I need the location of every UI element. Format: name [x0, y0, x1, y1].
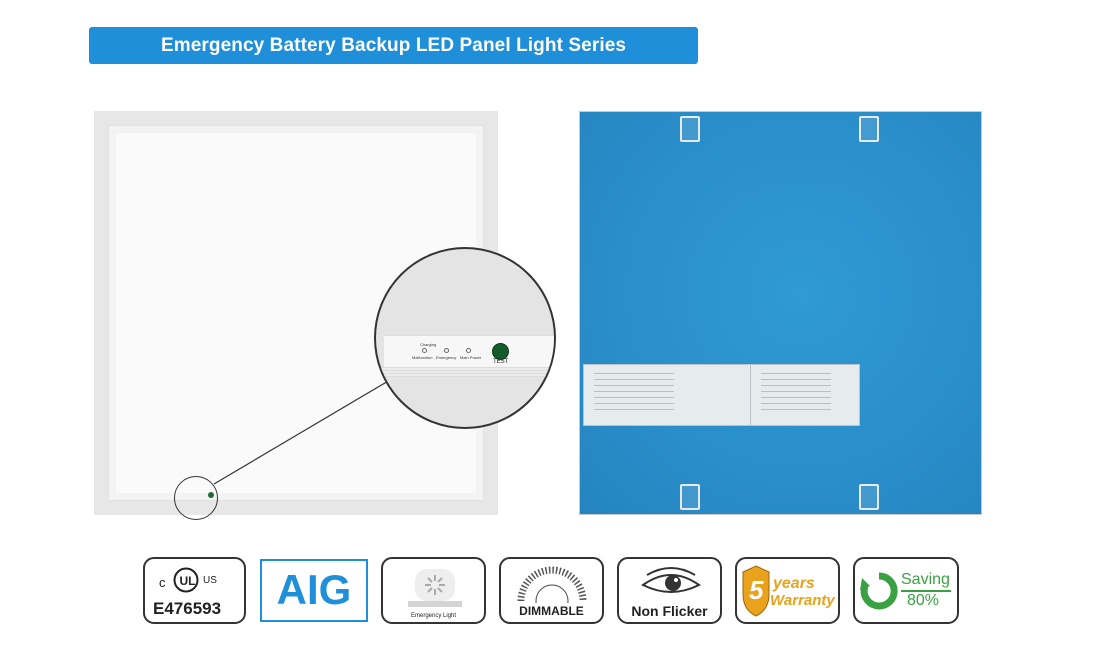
dimmer-dial-icon: [517, 566, 587, 603]
mount-bracket-bottom-right: [859, 484, 879, 510]
page-title: Emergency Battery Backup LED Panel Light…: [160, 34, 627, 56]
saving-label: Saving: [901, 571, 950, 588]
mount-bracket-bottom-left: [680, 484, 700, 510]
warranty-shield-icon: [742, 565, 770, 617]
ul-logo-icon: UL: [173, 567, 199, 593]
aig-badge: AIG: [260, 559, 368, 622]
emergency-indicator: [444, 348, 449, 353]
energy-saving-badge: Saving 80%: [853, 557, 959, 624]
emergency-light-label: Emergency Light: [410, 613, 457, 619]
malfunction-indicator: [422, 348, 427, 353]
warranty-badge: 5 years Warranty: [735, 557, 840, 624]
battery-driver-box: [583, 364, 753, 426]
ul-listed-badge: c UL US E476593: [143, 557, 246, 624]
saving-divider: [901, 590, 951, 592]
aig-text: AIG: [276, 566, 352, 613]
dimmable-label: DIMMABLE: [519, 604, 584, 618]
saving-value: 80%: [907, 592, 940, 609]
emergency-label: Emergency: [436, 355, 457, 360]
main-power-indicator: [466, 348, 471, 353]
main-power-label: Main Power: [460, 355, 482, 360]
warranty-word: Warranty: [770, 592, 835, 609]
driver-label-lines: [594, 373, 674, 413]
title-banner: Emergency Battery Backup LED Panel Light…: [89, 27, 698, 64]
zoom-detail-circle: Charging Malfunction Emergency Main Powe…: [374, 247, 556, 429]
svg-text:UL: UL: [180, 574, 196, 588]
malfunction-label: Malfunction: [412, 355, 433, 360]
emergency-light-icon: [408, 569, 462, 607]
mount-bracket-top-left: [680, 116, 700, 142]
mount-bracket-top-right: [859, 116, 879, 142]
eye-icon: [641, 567, 701, 593]
panel-edge-strip: [376, 367, 554, 377]
ul-us-text: US: [203, 575, 217, 586]
emergency-light-badge: Emergency Light: [381, 557, 486, 624]
warranty-number: 5: [749, 575, 764, 605]
zoom-source-circle: [174, 476, 218, 520]
charging-label: Charging: [420, 342, 437, 347]
recycle-arrows-icon: [860, 572, 898, 610]
driver-label-lines: [761, 373, 831, 413]
test-label: TEST: [493, 359, 509, 365]
led-driver-box: [750, 364, 860, 426]
test-button: [492, 343, 509, 360]
non-flicker-badge: Non Flicker: [617, 557, 722, 624]
non-flicker-label: Non Flicker: [631, 603, 708, 619]
dimmable-badge: DIMMABLE: [499, 557, 604, 624]
warranty-years: years: [773, 575, 815, 592]
ul-file-number: E476593: [153, 599, 222, 618]
back-panel-image: [579, 111, 982, 515]
ul-c-text: c: [159, 575, 166, 590]
